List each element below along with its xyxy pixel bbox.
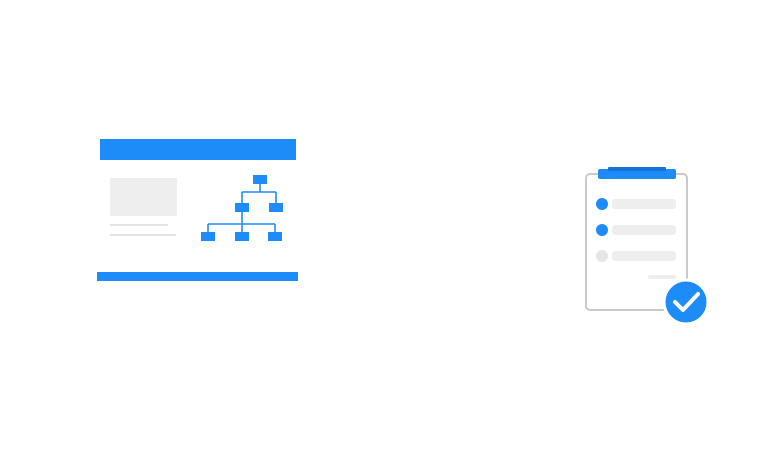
checklist-item-line <box>612 251 676 261</box>
clipboard-clip <box>598 169 676 179</box>
clipboard-footer-line <box>648 275 676 279</box>
checklist-item <box>596 250 676 262</box>
checkmark-badge-circle <box>662 278 710 326</box>
checklist-item <box>596 198 676 210</box>
text-placeholder-line <box>110 224 168 226</box>
board-bottom-bar <box>97 272 298 281</box>
org-chart-node <box>253 175 267 184</box>
org-chart <box>201 175 283 241</box>
checklist-item-line <box>612 225 676 235</box>
clipboard-clip-top <box>608 167 666 171</box>
checklist-clipboard-icon <box>578 162 714 328</box>
text-placeholder-line <box>110 234 176 236</box>
checked-dot-icon <box>596 198 608 210</box>
checklist-clipboard-svg <box>585 167 710 326</box>
checklist-item-line <box>612 199 676 209</box>
checkmark-icon <box>673 292 700 312</box>
checklist <box>596 198 676 262</box>
org-chart-node <box>201 232 215 241</box>
board-top-bar <box>100 139 296 160</box>
unchecked-dot-icon <box>596 250 608 262</box>
checklist-item <box>596 224 676 236</box>
checkmark-badge-icon <box>662 278 710 326</box>
checked-dot-icon <box>596 224 608 236</box>
text-placeholder-block <box>110 178 177 216</box>
org-chart-node <box>268 232 282 241</box>
org-chart-node <box>269 203 283 212</box>
org-chart-node <box>235 232 249 241</box>
org-chart-board-svg <box>97 139 298 281</box>
org-chart-connectors <box>207 184 277 232</box>
org-chart-node <box>235 203 249 212</box>
org-chart-board-icon <box>94 136 302 284</box>
